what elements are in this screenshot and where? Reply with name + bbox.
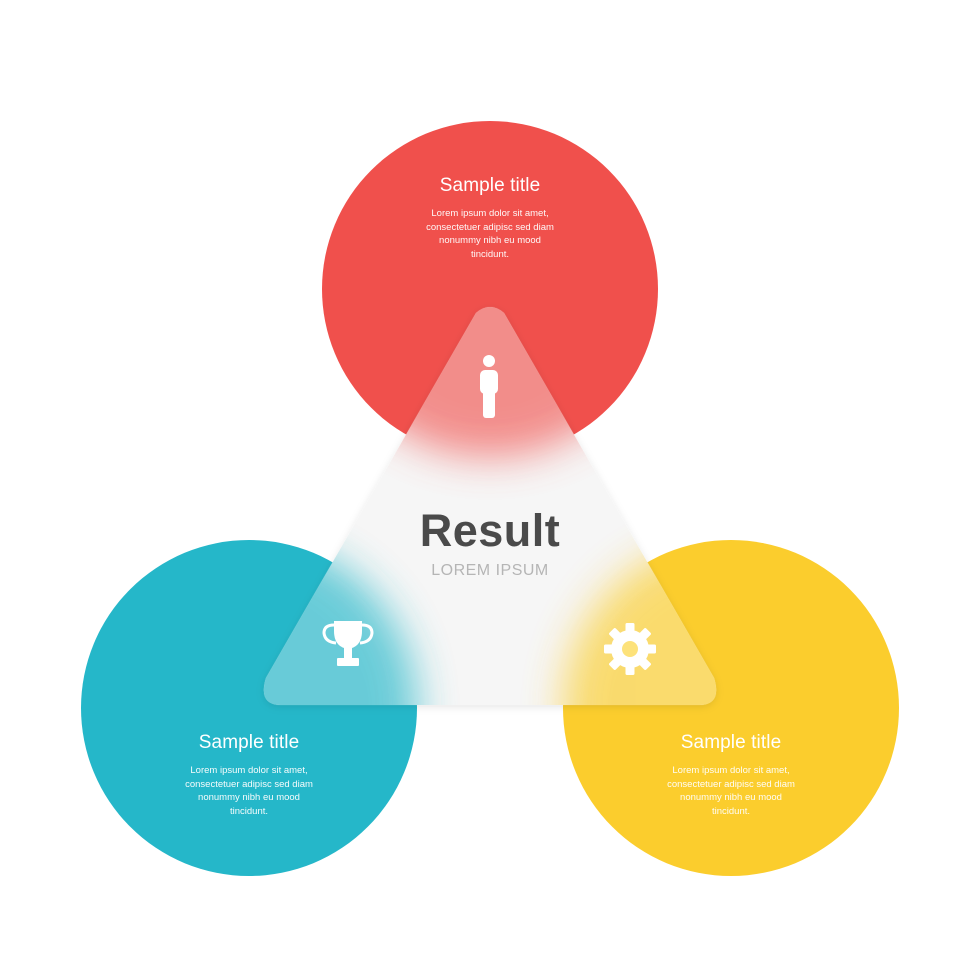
circle-right-body: Lorem ipsum dolor sit amet, consectetuer… <box>667 765 795 817</box>
circle-left-body: Lorem ipsum dolor sit amet, consectetuer… <box>185 765 313 817</box>
circle-left-title: Sample title <box>198 732 300 753</box>
circle-top-title: Sample title <box>439 175 541 196</box>
result-title: Result <box>419 505 561 556</box>
circle-right-title: Sample title <box>680 732 782 753</box>
circle-top-text: Sample title Lorem ipsum dolor sit amet,… <box>380 175 600 261</box>
trophy-icon <box>322 621 374 666</box>
circle-right-text: Sample title Lorem ipsum dolor sit amet,… <box>621 732 841 818</box>
circle-left-text: Sample title Lorem ipsum dolor sit amet,… <box>139 732 359 818</box>
triangle-sheen <box>263 306 717 706</box>
person-icon <box>480 355 498 418</box>
gear-icon <box>604 623 656 675</box>
result-subtitle: LOREM IPSUM <box>431 562 549 579</box>
tint-yellow <box>563 540 717 705</box>
circle-top-body: Lorem ipsum dolor sit amet, consectetuer… <box>426 208 554 260</box>
